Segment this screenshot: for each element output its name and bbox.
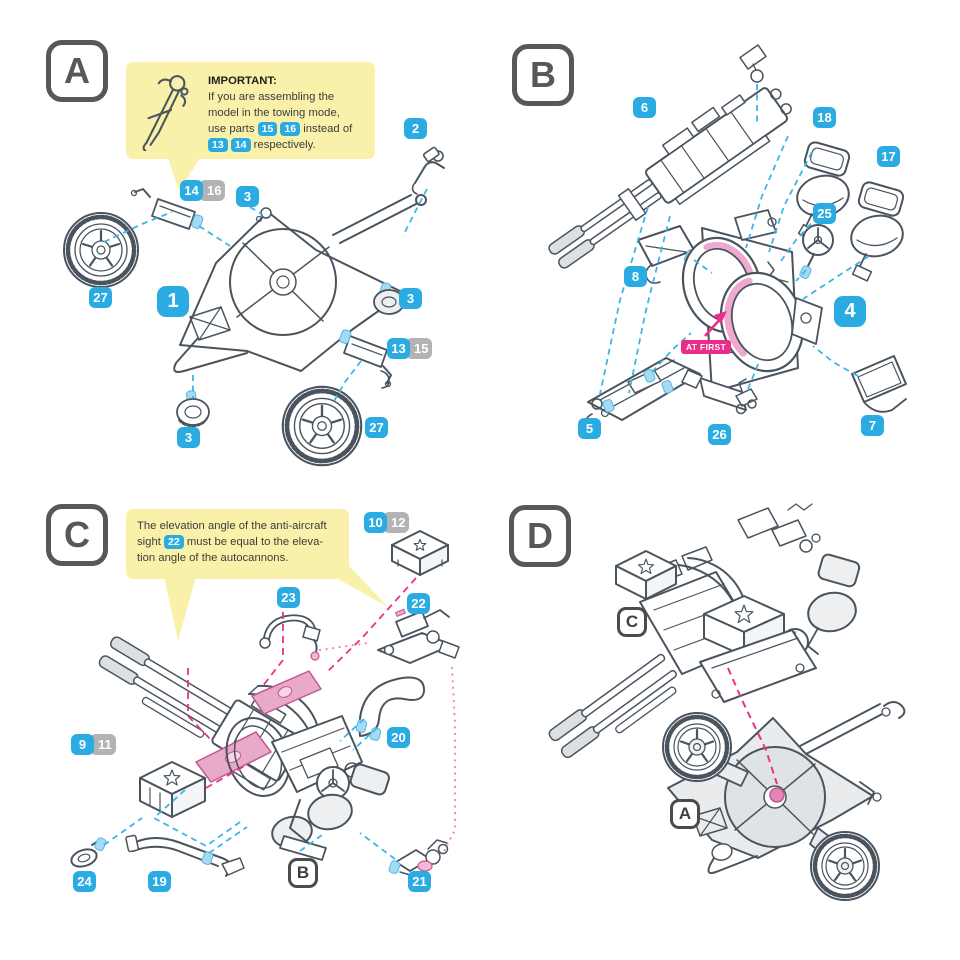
part-label-17: 17 bbox=[877, 146, 900, 167]
inline-part-15: 15 bbox=[257, 122, 278, 136]
connector-dashes-a bbox=[103, 188, 428, 404]
note-a-line4: respectively. bbox=[253, 139, 316, 151]
at-first-label: AT FIRST bbox=[681, 340, 732, 354]
panel-a-illustration bbox=[63, 146, 445, 467]
part-label-27-left: 27 bbox=[89, 287, 112, 308]
panel-a-letter: A bbox=[46, 40, 108, 102]
part-label-3-bottom: 3 bbox=[177, 427, 200, 448]
seat-17-drawing bbox=[850, 181, 905, 282]
panel-d-letter: D bbox=[509, 505, 571, 567]
part-label-9: 9 bbox=[71, 734, 94, 755]
part-label-6: 6 bbox=[633, 97, 656, 118]
pivot-point-highlight bbox=[769, 787, 785, 803]
part-label-16-alt: 16 bbox=[199, 180, 226, 201]
note-c-line2-post: must be equal to the eleva- bbox=[186, 536, 324, 548]
note-tail bbox=[168, 158, 200, 191]
part-label-22: 22 bbox=[407, 593, 430, 614]
part-label-7: 7 bbox=[861, 415, 884, 436]
panel-d-illustration bbox=[548, 503, 906, 960]
note-tail bbox=[164, 577, 196, 641]
connector-dots-pink bbox=[318, 641, 457, 855]
part-label-26: 26 bbox=[708, 424, 731, 445]
part-label-27-right: 27 bbox=[365, 417, 388, 438]
part-label-12-alt: 12 bbox=[383, 512, 410, 533]
connector-dashes-pink bbox=[187, 577, 417, 789]
wheel-drawing-right bbox=[811, 832, 879, 900]
part-label-8: 8 bbox=[624, 266, 647, 287]
assembly-label-4: 4 bbox=[834, 296, 866, 327]
note-c-line3: tion angle of the autocannons. bbox=[137, 552, 289, 564]
backrest-part-drawing bbox=[851, 355, 907, 413]
jack-part-drawing-right bbox=[339, 329, 392, 389]
elbow-pipe-drawing bbox=[259, 614, 321, 661]
ammo-box-small-drawing bbox=[391, 530, 449, 576]
connector-dashes-c bbox=[103, 718, 396, 860]
inline-part-13: 13 bbox=[208, 138, 228, 152]
note-a-text: IMPORTANT: If you are assembling the mod… bbox=[208, 73, 352, 153]
part-label-11-alt: 11 bbox=[90, 734, 116, 755]
part-label-3-right: 3 bbox=[399, 288, 422, 309]
part-label-18: 18 bbox=[813, 107, 836, 128]
handwheel-drawing bbox=[799, 224, 834, 280]
subassembly-ref-a: A bbox=[670, 799, 700, 829]
note-a-line3-pre: use parts bbox=[208, 123, 255, 135]
wheel-drawing-left bbox=[63, 212, 139, 288]
mount-body-drawing bbox=[271, 715, 390, 861]
part-label-21: 21 bbox=[408, 871, 431, 892]
inline-part-22: 22 bbox=[164, 535, 184, 549]
panel-a-note: IMPORTANT: If you are assembling the mod… bbox=[126, 62, 375, 159]
subassembly-ref-c: C bbox=[617, 607, 647, 637]
connector-dashes-b bbox=[599, 84, 870, 395]
seat-frame-drawing bbox=[355, 676, 426, 741]
autocannon-drawing bbox=[548, 87, 792, 269]
assembly-label-1: 1 bbox=[157, 286, 189, 317]
part-label-19: 19 bbox=[148, 871, 171, 892]
lower-mount-drawing bbox=[584, 357, 703, 427]
note-c-line2-pre: sight bbox=[137, 536, 161, 548]
part-label-10: 10 bbox=[364, 512, 387, 533]
note-a-title: IMPORTANT: bbox=[208, 75, 277, 87]
panel-c-illustration bbox=[70, 530, 460, 879]
wheel-drawing-left bbox=[663, 713, 731, 781]
part-label-3-top: 3 bbox=[236, 186, 259, 207]
ammo-box-large-drawing bbox=[139, 761, 206, 818]
part-label-13: 13 bbox=[387, 338, 410, 359]
note-a-line1: If you are assembling the bbox=[208, 91, 335, 103]
note-c-line1: The elevation angle of the anti-aircraft bbox=[137, 520, 327, 532]
part-label-2: 2 bbox=[404, 118, 427, 139]
panel-b-letter: B bbox=[512, 44, 574, 106]
part-label-14: 14 bbox=[180, 180, 203, 201]
part-label-24: 24 bbox=[73, 871, 96, 892]
part-label-23: 23 bbox=[277, 587, 300, 608]
assembled-gun-drawing bbox=[548, 503, 861, 759]
panel-c-note: The elevation angle of the anti-aircraft… bbox=[126, 509, 349, 579]
note-a-line2: model in the towing mode, bbox=[208, 107, 340, 119]
part-label-5: 5 bbox=[578, 418, 601, 439]
towing-hitch-icon bbox=[142, 75, 189, 151]
at-first-arrow bbox=[704, 311, 727, 337]
levelling-foot-bottom bbox=[176, 390, 210, 428]
note-tail-right bbox=[336, 552, 388, 607]
part-label-15-alt: 15 bbox=[406, 338, 433, 359]
aa-sight-drawing bbox=[377, 608, 460, 664]
inline-part-16: 16 bbox=[280, 122, 301, 136]
note-a-line3-post: instead of bbox=[303, 123, 353, 135]
jack-part-drawing-top bbox=[130, 188, 204, 230]
panel-c-letter: C bbox=[46, 504, 108, 566]
connector-dash-pink-d bbox=[727, 667, 785, 803]
sight-part-drawing bbox=[739, 44, 767, 83]
tow-shackle-drawing bbox=[411, 146, 445, 195]
note-c-text: The elevation angle of the anti-aircraft… bbox=[137, 518, 327, 566]
trail-frame-drawing bbox=[125, 834, 245, 877]
pedal-part-drawing bbox=[70, 837, 107, 868]
swivel-part-drawing bbox=[735, 378, 758, 415]
wheel-drawing-right bbox=[281, 385, 363, 467]
part-label-20: 20 bbox=[387, 727, 410, 748]
shield-plates-highlighted bbox=[195, 670, 322, 783]
inline-part-14: 14 bbox=[230, 138, 251, 152]
part-label-25: 25 bbox=[813, 203, 836, 224]
subassembly-ref-b: B bbox=[288, 858, 318, 888]
